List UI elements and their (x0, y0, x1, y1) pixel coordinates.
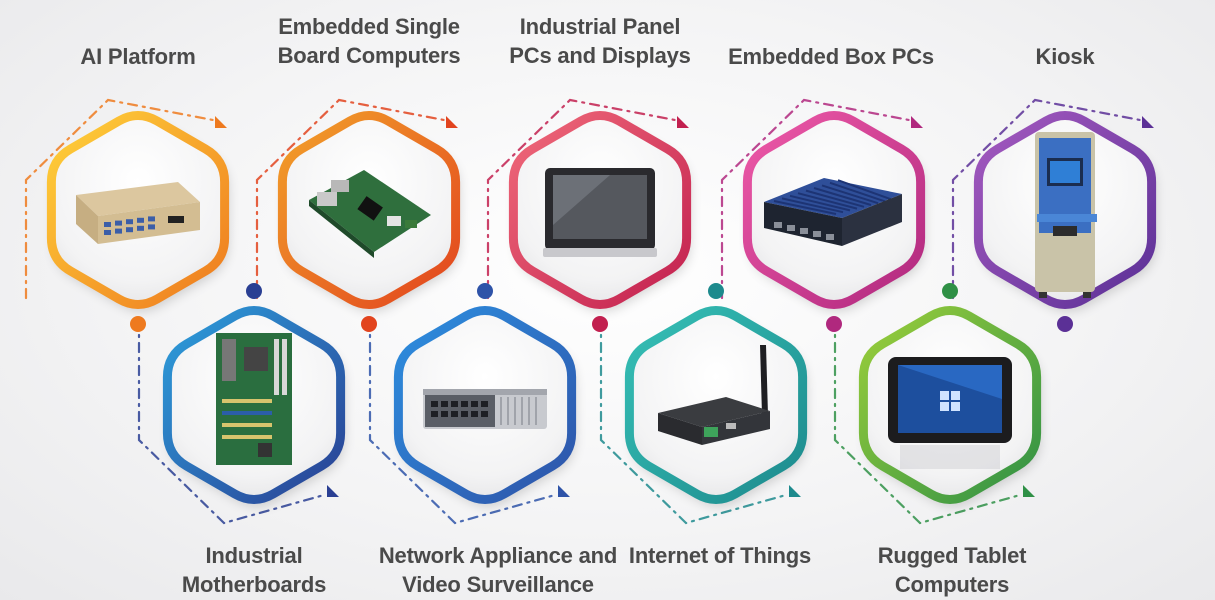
arrowhead-icon (911, 116, 923, 128)
connector-dot (942, 283, 958, 299)
arrowhead-icon (1142, 116, 1154, 128)
dashed-orbit-kiosk (951, 98, 1154, 300)
hexagon-network-appliance (393, 283, 577, 506)
rugged-tablet-image (888, 357, 1012, 469)
label-internet-of-things: Internet of Things (628, 543, 812, 568)
dashed-orbit-panel-pc (486, 98, 689, 300)
connector-dot (708, 283, 724, 299)
arrowhead-icon (327, 485, 339, 497)
connector-dot (1057, 316, 1073, 332)
dashed-orbit-single-board-computer (255, 98, 458, 300)
dashed-orbit-ai-platform-box (24, 98, 227, 300)
arrowhead-icon (446, 116, 458, 128)
motherboard-image (216, 333, 292, 465)
hexagon-iot-gateway (624, 283, 808, 506)
network-appliance-image (423, 389, 547, 429)
kiosk-image (1035, 132, 1097, 298)
connector-dot (130, 316, 146, 332)
iot-gateway-image (658, 345, 770, 445)
arrowhead-icon (1023, 485, 1035, 497)
label-kiosk: Kiosk (1035, 44, 1095, 69)
arrowhead-icon (677, 116, 689, 128)
single-board-computer-image (309, 170, 431, 258)
ai-platform-box-image (76, 182, 200, 244)
arrowhead-icon (789, 485, 801, 497)
connector-dot (246, 283, 262, 299)
label-ai-platform: AI Platform (80, 44, 196, 69)
connector-dot (361, 316, 377, 332)
hexagon-panel-pc (508, 111, 692, 332)
hexagon-single-board-computer (277, 111, 461, 332)
hexagon-ai-platform-box (46, 111, 230, 332)
arrowhead-icon (215, 116, 227, 128)
panel-pc-image (543, 168, 657, 257)
box-pc-image (764, 178, 902, 246)
connector-dot (477, 283, 493, 299)
connector-dot (592, 316, 608, 332)
arrowhead-icon (558, 485, 570, 497)
hexagon-rugged-tablet (858, 283, 1042, 506)
dashed-orbit-motherboard (137, 318, 339, 525)
connector-dot (826, 316, 842, 332)
dashed-orbit-rugged-tablet (833, 318, 1035, 525)
hexagon-motherboard (162, 283, 346, 506)
hexagon-box-pc (742, 111, 926, 332)
dashed-orbit-box-pc (720, 98, 923, 300)
dashed-orbit-network-appliance (368, 318, 570, 525)
hexagon-kiosk (973, 111, 1157, 332)
dashed-orbit-iot-gateway (599, 318, 801, 525)
label-embedded-box-pcs: Embedded Box PCs (728, 44, 934, 69)
